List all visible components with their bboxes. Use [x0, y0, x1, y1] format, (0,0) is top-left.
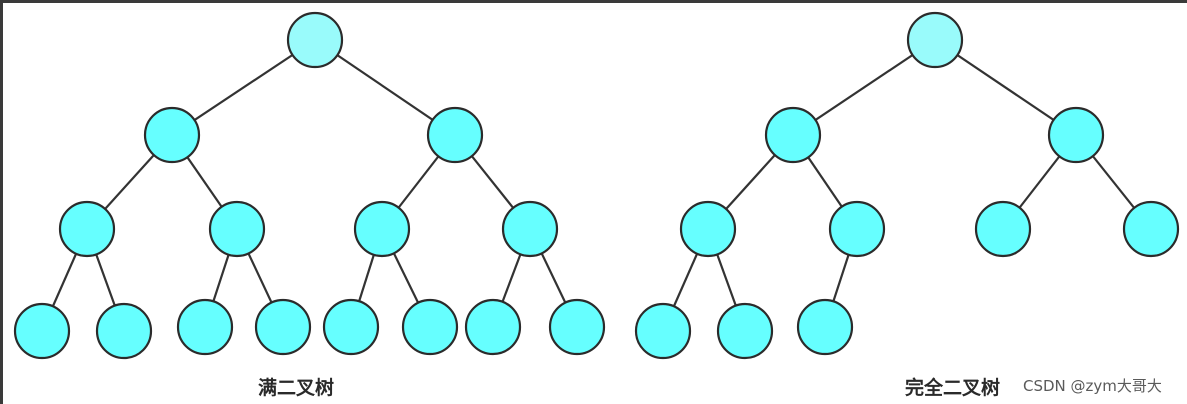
- tree-node: [426, 106, 484, 164]
- tree-edge: [792, 39, 936, 136]
- leaf-node: [322, 298, 380, 356]
- tree-edge: [314, 39, 456, 136]
- leaf-node: [796, 298, 854, 356]
- tree-edge: [934, 39, 1077, 136]
- tree-node: [501, 200, 559, 258]
- full-tree-nodes: [13, 11, 606, 360]
- tree-edge: [171, 39, 316, 136]
- tree-node: [1047, 106, 1105, 164]
- root-node: [286, 11, 344, 69]
- leaf-node: [95, 302, 153, 360]
- complete-tree-caption: 完全二叉树: [905, 377, 1001, 399]
- tree-node: [208, 200, 266, 258]
- complete-tree-edges: [661, 39, 1152, 332]
- complete-tree-nodes: [634, 11, 1180, 360]
- leaf-node: [716, 302, 774, 360]
- csdn-watermark: CSDN @zym大哥大: [1023, 377, 1162, 395]
- leaf-node: [401, 298, 459, 356]
- leaf-node: [464, 298, 522, 356]
- tree-node: [764, 106, 822, 164]
- leaf-node: [176, 298, 234, 356]
- tree-node: [353, 200, 411, 258]
- leaf-node: [634, 302, 692, 360]
- full-tree-caption: 满二叉树: [258, 377, 335, 399]
- tree-node: [1122, 200, 1180, 258]
- leaf-node: [548, 298, 606, 356]
- tree-node: [974, 200, 1032, 258]
- tree-node: [58, 200, 116, 258]
- tree-node: [679, 200, 737, 258]
- tree-node: [143, 106, 201, 164]
- leaf-node: [13, 302, 71, 360]
- full-tree-edges: [40, 39, 578, 332]
- root-node: [906, 11, 964, 69]
- tree-node: [828, 200, 886, 258]
- leaf-node: [254, 298, 312, 356]
